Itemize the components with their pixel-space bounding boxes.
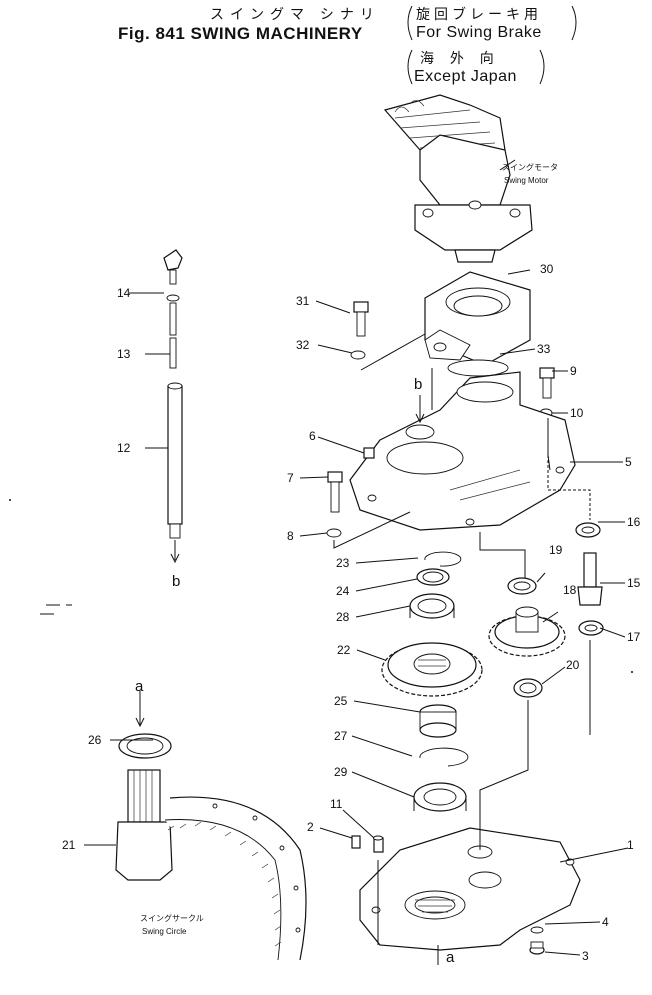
callout-20: 20 <box>566 658 580 672</box>
part-25-spacer <box>419 704 457 738</box>
part-28-bearing <box>409 593 455 619</box>
part-29-bearing <box>413 782 467 812</box>
callout-2: 2 <box>307 820 314 834</box>
callout-4: 4 <box>602 915 609 929</box>
part-12-tube <box>167 337 183 539</box>
part-callouts: 1 2 3 4 5 6 7 8 9 10 11 12 13 14 15 16 1… <box>62 262 641 963</box>
part-3-plug <box>529 941 545 955</box>
part-14-cap <box>163 249 183 302</box>
callout-5: 5 <box>625 455 632 469</box>
callout-27: 27 <box>334 729 348 743</box>
part-23-snap-ring <box>424 551 462 567</box>
callout-17: 17 <box>627 630 641 644</box>
part-13-gauge-rod <box>169 302 177 336</box>
callout-23: 23 <box>336 556 350 570</box>
callout-29: 29 <box>334 765 348 779</box>
part-9-bolt <box>539 367 555 399</box>
part-17-bearing <box>578 620 604 636</box>
part-5-cover <box>349 371 576 531</box>
callout-28: 28 <box>336 610 350 624</box>
part-2-pin <box>351 835 361 849</box>
header-brackets <box>407 5 577 85</box>
callout-1: 1 <box>627 838 634 852</box>
part-8-washer <box>326 528 342 538</box>
part-18-gear <box>488 606 566 657</box>
figure-title: Fig. 841 SWING MACHINERY <box>118 24 363 43</box>
note1-japanese: 旋回ブレーキ用 <box>416 6 542 22</box>
part-33-o-ring <box>447 359 509 377</box>
callout-16: 16 <box>627 515 641 529</box>
callout-26: 26 <box>88 733 102 747</box>
swing-motor <box>383 94 533 263</box>
ref-a-top: a <box>135 678 144 695</box>
swing-motor-label-jp: スイングモータ <box>502 162 558 172</box>
part-4-washer <box>530 926 544 934</box>
scan-marks <box>9 499 633 673</box>
part-11-dowel <box>373 835 384 853</box>
part-32-washer <box>350 350 366 360</box>
part-30-adapter <box>424 271 531 366</box>
swing-circle-label-jp: スイングサークル <box>140 913 204 923</box>
callout-21: 21 <box>62 838 76 852</box>
part-1-case <box>359 827 581 951</box>
ref-b-left: b <box>172 573 180 590</box>
callout-19: 19 <box>549 543 563 557</box>
ref-b-top: b <box>414 376 422 393</box>
callout-7: 7 <box>287 471 294 485</box>
part-27-snap-ring <box>419 747 469 767</box>
callout-11: 11 <box>330 797 343 811</box>
callout-14: 14 <box>117 286 131 300</box>
callout-31: 31 <box>296 294 310 308</box>
part-15-pinion-shaft <box>577 552 603 606</box>
callout-22: 22 <box>337 643 351 657</box>
swing-motor-label-en: Swing Motor <box>504 176 549 185</box>
callout-25: 25 <box>334 694 348 708</box>
callout-15: 15 <box>627 576 641 590</box>
note2-english: Except Japan <box>414 68 517 85</box>
part-22-gear <box>381 642 483 697</box>
callout-13: 13 <box>117 347 131 361</box>
part-26-bearing <box>118 733 172 759</box>
callout-12: 12 <box>117 441 131 455</box>
callout-8: 8 <box>287 529 294 543</box>
swing-circle <box>164 796 307 961</box>
part-19-bearing <box>507 577 537 595</box>
callout-3: 3 <box>582 949 589 963</box>
callout-10: 10 <box>570 406 584 420</box>
part-21-pinion <box>115 769 173 881</box>
callout-9: 9 <box>570 364 577 378</box>
callout-32: 32 <box>296 338 310 352</box>
leader-lines <box>84 269 629 965</box>
callout-18: 18 <box>563 583 577 597</box>
callout-30: 30 <box>540 262 554 276</box>
part-20-bearing <box>513 678 543 698</box>
part-7-bolt <box>327 471 343 513</box>
callout-6: 6 <box>309 429 316 443</box>
callout-33: 33 <box>537 342 551 356</box>
part-31-bolt <box>353 301 369 337</box>
part-16-bearing <box>575 522 601 538</box>
part-24-seal <box>416 568 450 586</box>
callout-24: 24 <box>336 584 350 598</box>
title-japanese: スイングマ シナリ <box>210 6 380 22</box>
swing-circle-label-en: Swing Circle <box>142 927 187 936</box>
ref-a-bottom: a <box>446 949 455 966</box>
part-6-plug <box>363 447 375 459</box>
note1-english: For Swing Brake <box>416 24 542 41</box>
note2-japanese: 海 外 向 <box>420 50 500 66</box>
